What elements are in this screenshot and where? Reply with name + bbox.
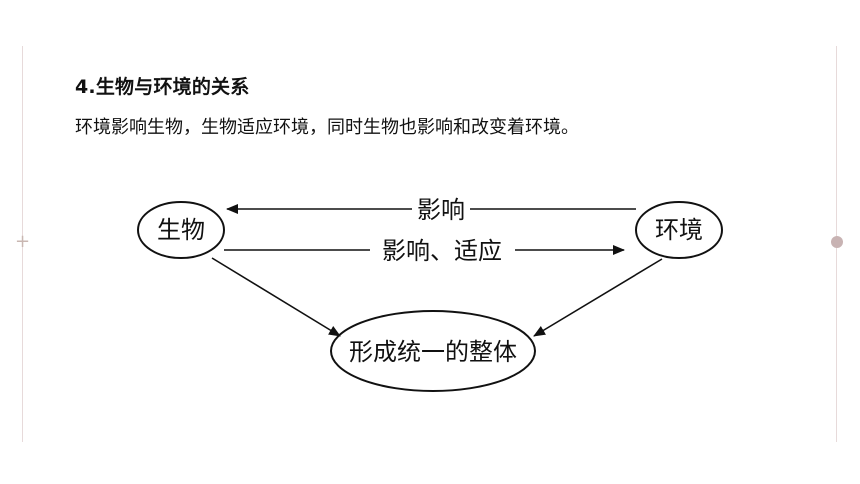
- organism-label: 生物: [157, 216, 205, 244]
- edge-top-label: 影响: [417, 196, 465, 224]
- environment-label: 环境: [655, 216, 703, 244]
- whole-node: [330, 310, 536, 392]
- section-heading: 4.生物与环境的关系: [75, 76, 250, 98]
- organism-node: [137, 201, 225, 259]
- plus-icon[interactable]: +: [14, 231, 31, 252]
- edge-bottom-label: 影响、适应: [382, 237, 502, 265]
- dot-icon[interactable]: [831, 236, 843, 248]
- frame-line-left: [22, 46, 23, 442]
- edge-organism-to-whole: [211, 257, 341, 337]
- environment-node: [635, 201, 723, 259]
- whole-label: 形成统一的整体: [349, 338, 517, 366]
- relationship-diagram: 生物 环境 形成统一的整体 影响 影响、适应: [137, 196, 723, 392]
- section-sentence: 环境影响生物，生物适应环境，同时生物也影响和改变着环境。: [75, 117, 579, 138]
- edge-environment-to-whole: [533, 258, 663, 337]
